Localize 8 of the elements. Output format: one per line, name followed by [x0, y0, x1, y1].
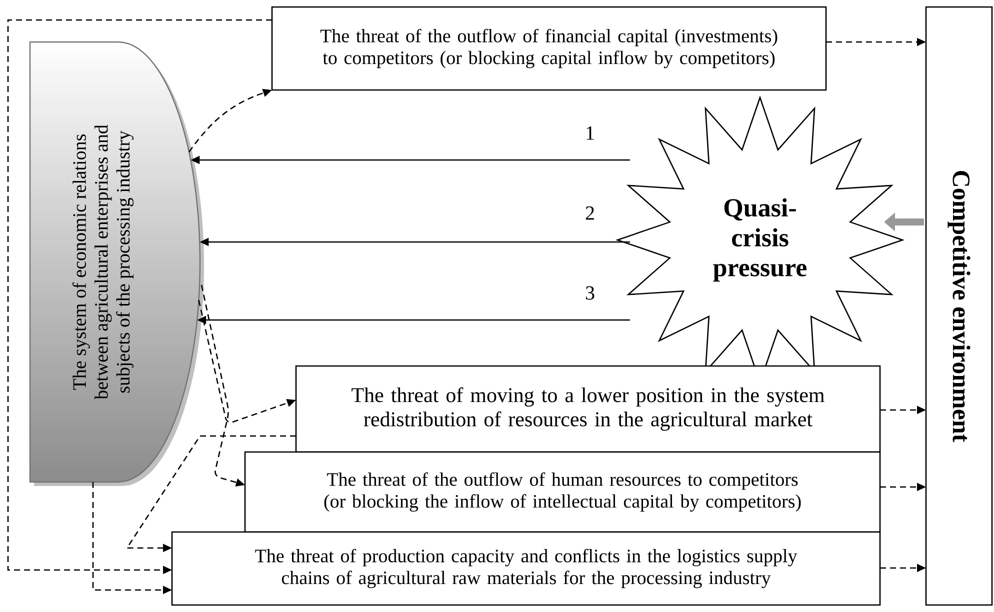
threat-box: The threat of the outflow of financial capital (investments) to competitors (or blocking capital inflow by competitors): [271, 6, 827, 91]
threat-box: The threat of production capacity and conflicts in the logistics supply chains of agricultural raw materials for the processing industry: [171, 531, 881, 606]
threat-box: The threat of moving to a lower position in the system redistribution of resources in the agricultural market: [295, 365, 881, 453]
edge-label: 1: [583, 124, 597, 142]
threat-box: The threat of the outflow of human resources to competitors (or blocking the inflow of intellectual capital by competitors): [244, 451, 881, 533]
edge-label: 3: [583, 284, 597, 302]
environment-box: Competitive environment: [925, 6, 993, 606]
edge-label: 2: [583, 204, 597, 222]
